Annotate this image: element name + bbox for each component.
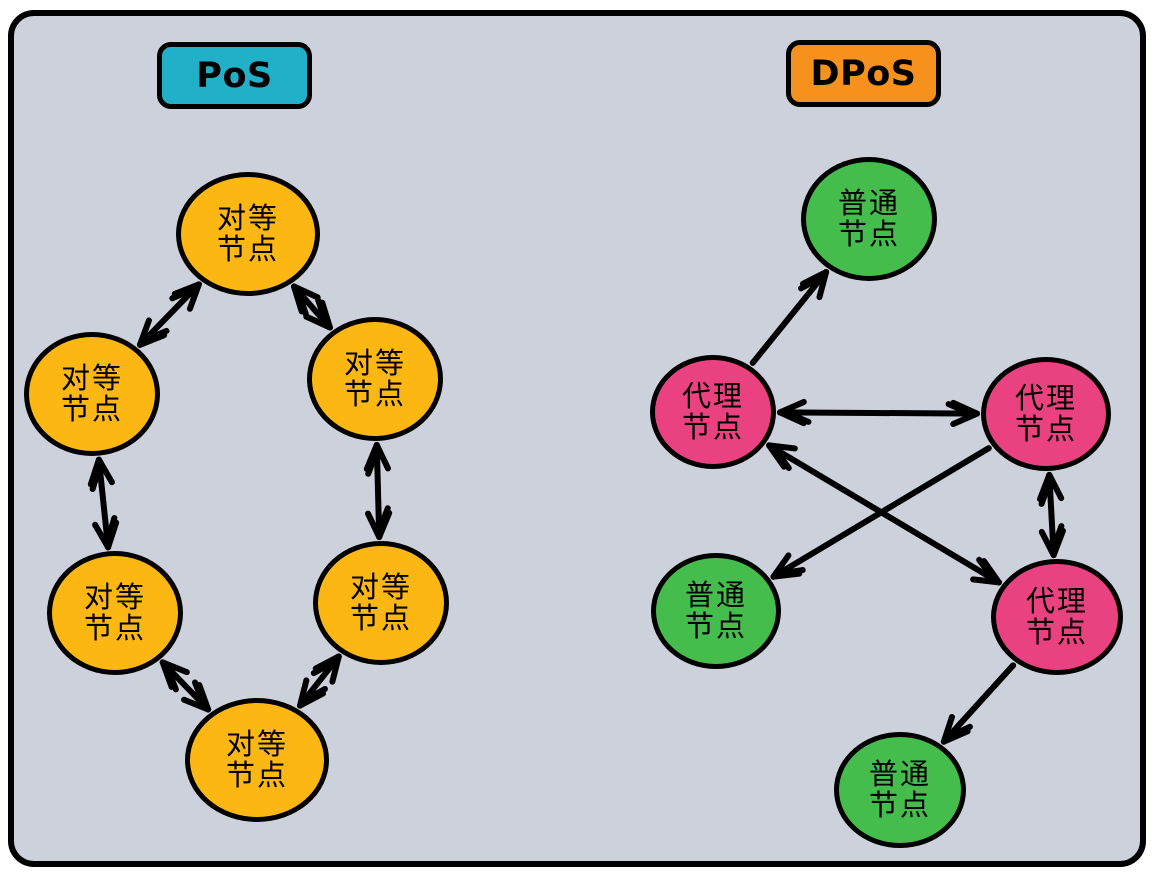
node-label-line2: 节点 [837,217,900,251]
node-peer[interactable]: 对等节点 [176,172,320,296]
node-label-line2: 节点 [1025,615,1088,649]
node-label-line1: 对等 [83,579,146,614]
diagram-panel [8,10,1146,867]
node-peer[interactable]: 对等节点 [24,332,160,456]
node-delegate[interactable]: 代理节点 [981,357,1111,471]
node-peer[interactable]: 对等节点 [185,698,329,822]
node-label-line2: 节点 [1014,412,1077,446]
node-label-line1: 对等 [349,569,412,604]
legend-pos[interactable]: PoS [157,42,312,109]
node-label-line1: 代理 [1014,380,1077,415]
node-label-line1: 对等 [60,360,123,395]
node-peer[interactable]: 对等节点 [307,317,443,441]
node-peer[interactable]: 对等节点 [313,541,449,665]
node-label-line1: 代理 [681,378,744,413]
node-label-line2: 节点 [868,788,931,822]
node-label-line2: 节点 [681,410,744,444]
node-label-line2: 节点 [349,601,412,635]
node-label-line1: 对等 [343,345,406,380]
node-ordinary[interactable]: 普通节点 [801,157,937,281]
legend-dpos[interactable]: DPoS [786,40,941,107]
node-label-line2: 节点 [684,609,747,643]
node-peer[interactable]: 对等节点 [47,551,183,675]
node-label-line2: 节点 [216,232,279,266]
node-label-line1: 普通 [684,577,747,612]
node-ordinary[interactable]: 普通节点 [834,732,966,848]
node-delegate[interactable]: 代理节点 [650,355,776,469]
node-label-line2: 节点 [60,392,123,426]
node-label-line1: 对等 [225,726,288,761]
node-label-line1: 对等 [216,200,279,235]
legend-dpos-label: DPoS [810,53,917,94]
node-label-line2: 节点 [343,377,406,411]
node-label-line1: 代理 [1025,583,1088,618]
node-ordinary[interactable]: 普通节点 [651,553,781,669]
legend-pos-label: PoS [196,55,273,96]
node-delegate[interactable]: 代理节点 [991,559,1123,675]
node-label-line2: 节点 [225,758,288,792]
node-label-line2: 节点 [83,611,146,645]
node-label-line1: 普通 [837,185,900,220]
node-label-line1: 普通 [868,756,931,791]
